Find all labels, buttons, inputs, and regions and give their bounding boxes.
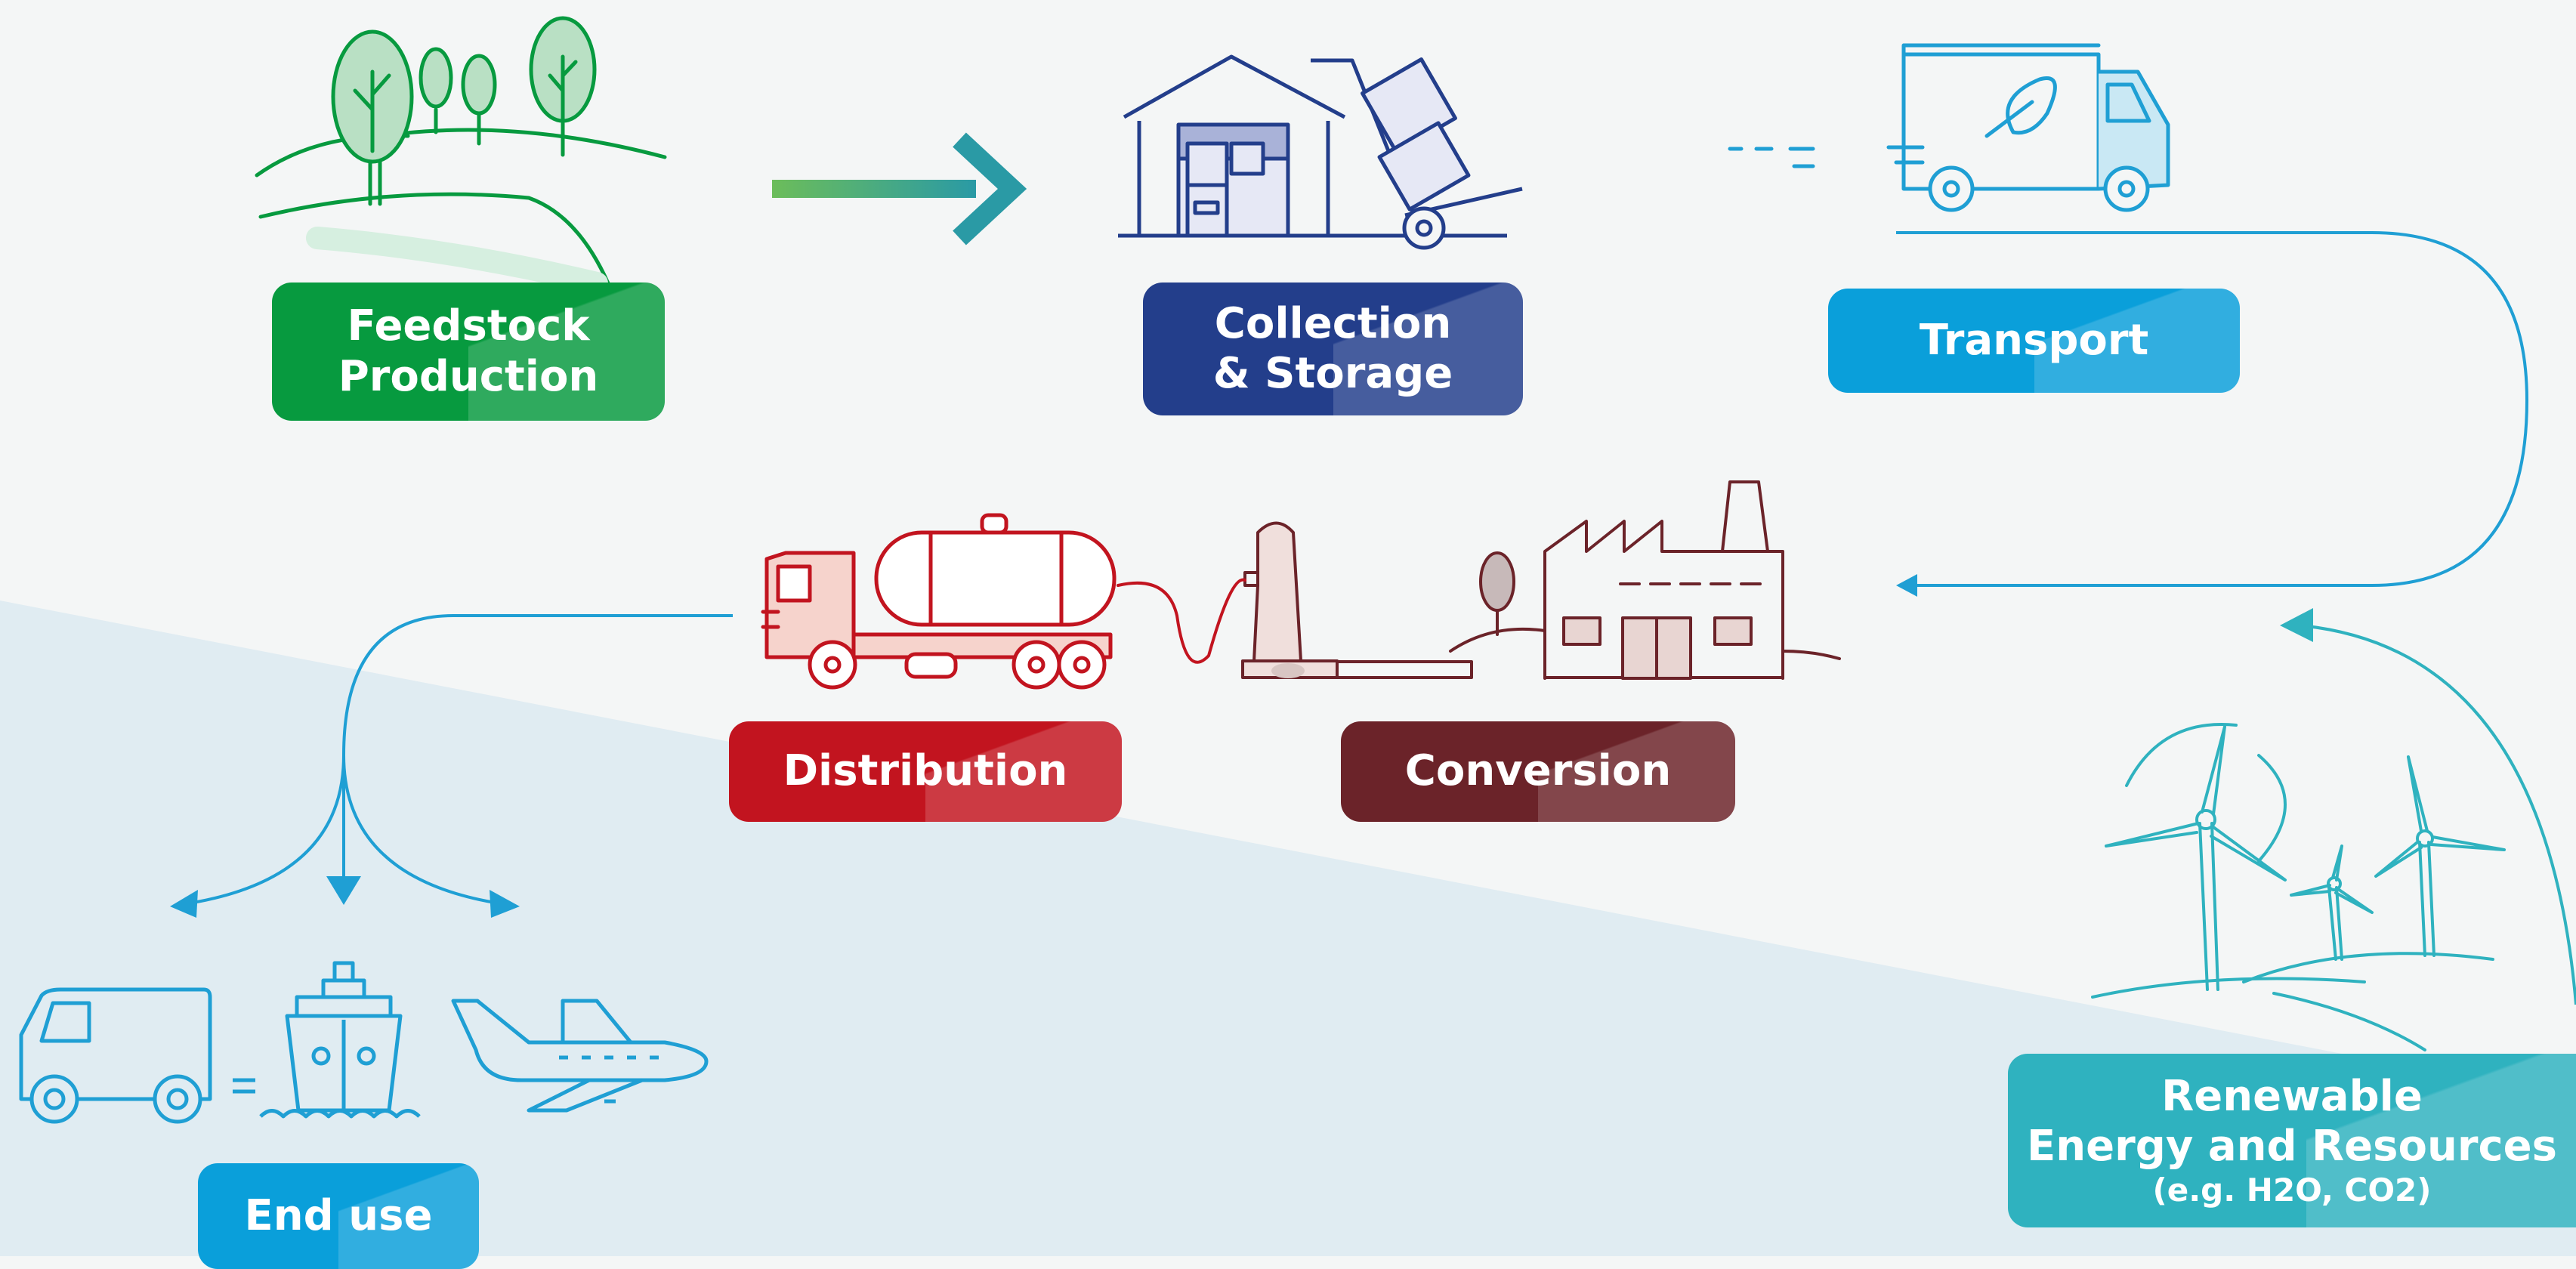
flow-arrow-1 xyxy=(772,132,1027,245)
renewable-line1: Renewable xyxy=(2161,1072,2423,1122)
delivery-truck-leaf-icon xyxy=(1728,43,2170,212)
flow-line-transport-conversion xyxy=(1896,231,2529,597)
end-use-line1: End use xyxy=(244,1190,433,1240)
trees-hills-icon xyxy=(255,16,667,295)
feedstock-production-label: Feedstock Production xyxy=(272,283,665,421)
distribution-label: Distribution xyxy=(729,721,1122,822)
wind-turbines-icon xyxy=(2091,723,2506,1051)
collection-line1: Collection xyxy=(1214,298,1452,348)
renewable-line2: Energy and Resources xyxy=(2027,1122,2557,1172)
transport-label: Transport xyxy=(1828,289,2240,393)
feedstock-line1: Feedstock xyxy=(347,301,590,351)
ship-icon xyxy=(233,961,421,1119)
flow-lines-end-use xyxy=(170,614,733,918)
flow-line-renewable-conversion xyxy=(2280,608,2576,1005)
warehouse-handtruck-icon xyxy=(1118,54,1523,250)
van-icon xyxy=(19,987,212,1124)
tanker-truck-icon xyxy=(761,513,1117,690)
feedstock-line2: Production xyxy=(338,351,599,401)
conversion-label: Conversion xyxy=(1341,721,1735,822)
end-use-label: End use xyxy=(198,1163,479,1269)
refinery-plant-icon xyxy=(1117,480,1841,680)
distribution-line1: Distribution xyxy=(783,746,1068,796)
collection-storage-label: Collection & Storage xyxy=(1143,283,1523,415)
collection-line2: & Storage xyxy=(1212,349,1453,398)
renewable-energy-label: Renewable Energy and Resources (e.g. H2O… xyxy=(2008,1054,2576,1227)
airplane-icon xyxy=(451,999,709,1113)
conversion-line1: Conversion xyxy=(1404,746,1672,796)
renewable-note: (e.g. H2O, CO2) xyxy=(2152,1172,2432,1209)
transport-line1: Transport xyxy=(1919,315,2149,365)
